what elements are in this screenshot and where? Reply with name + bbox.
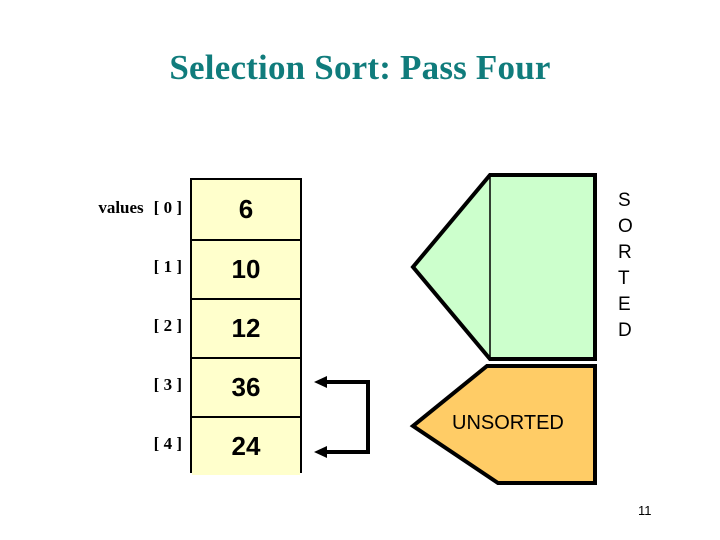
- sorted-letter-2: R: [618, 242, 632, 263]
- unsorted-label: UNSORTED: [452, 412, 564, 434]
- sorted-letter-3: T: [618, 268, 630, 289]
- index-label-text: [ 3 ]: [153, 374, 182, 394]
- index-label-text: [ 2 ]: [153, 315, 182, 335]
- sorted-label: S O R T E D: [618, 188, 633, 344]
- array-cell-4[interactable]: 24: [192, 416, 300, 475]
- array-cell-0[interactable]: 6: [192, 180, 300, 239]
- sorted-letter-5: D: [618, 320, 632, 341]
- sorted-letter-1: O: [618, 216, 633, 237]
- array-index-label-3: values [ 3 ]: [44, 355, 182, 414]
- sorted-letter-4: E: [618, 294, 631, 315]
- swap-indicator-arrow: [314, 372, 380, 471]
- array-cell-1[interactable]: 10: [192, 239, 300, 298]
- index-label-text: [ 4 ]: [153, 433, 182, 453]
- index-label-text: [ 1 ]: [153, 256, 182, 276]
- array-index-label-4: values [ 4 ]: [44, 414, 182, 473]
- array-cell-2[interactable]: 12: [192, 298, 300, 357]
- array-index-label-2: values [ 2 ]: [44, 296, 182, 355]
- array-variable-name: values: [98, 197, 144, 217]
- sorted-letter-0: S: [618, 190, 631, 211]
- index-label-text: [ 0 ]: [153, 197, 182, 217]
- unsorted-region-shape: [409, 363, 600, 491]
- page-title: Selection Sort: Pass Four: [169, 48, 551, 87]
- array-cell-3[interactable]: 36: [192, 357, 300, 416]
- array-index-label-0: values [ 0 ]: [44, 178, 182, 237]
- page-number: 11: [638, 503, 652, 518]
- array-index-label-1: values [ 1 ]: [44, 237, 182, 296]
- array-table: 6 10 12 36 24: [190, 178, 302, 475]
- sorted-region-shape: [410, 172, 600, 364]
